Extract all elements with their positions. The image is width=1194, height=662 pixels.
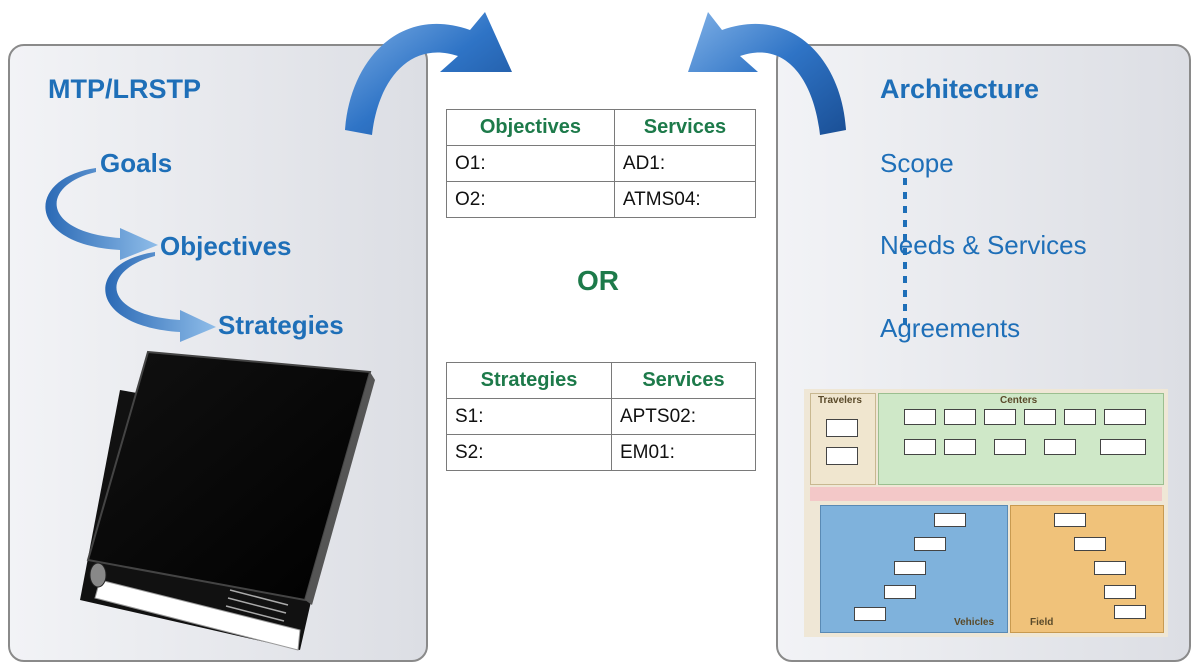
table-row: S1: APTS02: xyxy=(446,398,757,435)
objectives-services-table: Objectives Services O1: AD1: O2: ATMS04: xyxy=(446,109,757,218)
table-cell: S1: xyxy=(446,398,612,435)
architecture-title: Architecture xyxy=(880,74,1040,104)
strategies-services-table: Strategies Services S1: APTS02: S2: EM01… xyxy=(446,362,757,471)
table-cell: S2: xyxy=(446,434,612,471)
table-header: Services xyxy=(610,362,757,399)
objectives-to-strategies-arrow-icon xyxy=(105,252,216,342)
scope-label: Scope xyxy=(880,148,954,178)
table-cell: O2: xyxy=(446,181,615,218)
needs-services-label: Needs & Services xyxy=(880,230,1087,260)
table-cell: APTS02: xyxy=(610,398,757,435)
table-cell: EM01: xyxy=(610,434,757,471)
table-row: S2: EM01: xyxy=(446,434,757,471)
zone-label: Vehicles xyxy=(954,617,995,628)
mtp-title: MTP/LRSTP xyxy=(48,74,201,104)
or-label: OR xyxy=(577,265,619,296)
binder-icon xyxy=(80,350,375,651)
travelers-zone xyxy=(810,393,876,485)
table-header: Objectives xyxy=(446,109,615,146)
zone-label: Travelers xyxy=(818,395,862,406)
architecture-diagram-image: Travelers Centers Vehicles Field xyxy=(804,389,1168,637)
table-header-row: Strategies Services xyxy=(446,362,757,399)
table-cell: O1: xyxy=(446,145,615,182)
flow-strategies: Strategies xyxy=(218,310,344,340)
table-row: O1: AD1: xyxy=(446,145,757,182)
table-row: O2: ATMS04: xyxy=(446,181,757,218)
table-cell: ATMS04: xyxy=(613,181,757,218)
table-cell: AD1: xyxy=(613,145,757,182)
table-header: Services xyxy=(613,109,757,146)
goals-to-objectives-arrow-icon xyxy=(45,168,158,260)
curved-arrow-right-icon xyxy=(345,12,512,135)
flow-goals: Goals xyxy=(100,148,173,178)
communications-band xyxy=(810,487,1162,501)
table-header: Strategies xyxy=(446,362,612,399)
zone-label: Centers xyxy=(1000,395,1038,406)
curved-arrow-left-icon xyxy=(688,12,846,135)
flow-objectives: Objectives xyxy=(160,231,292,261)
zone-label: Field xyxy=(1030,617,1054,628)
table-header-row: Objectives Services xyxy=(446,109,757,146)
